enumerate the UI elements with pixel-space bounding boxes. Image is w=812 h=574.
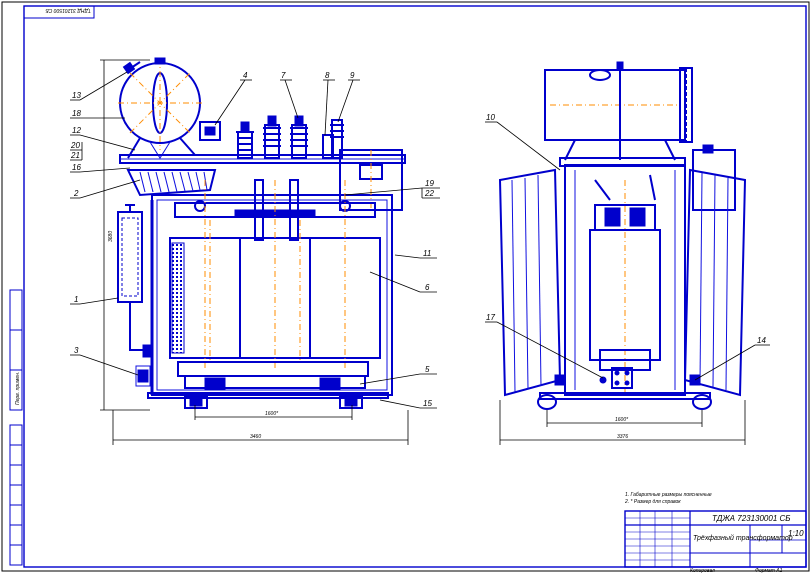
- callout-5: 5: [425, 365, 430, 374]
- callouts: 13 18 12 20 21 16 2 1 3 4 7 8 9 19 22 11…: [70, 71, 770, 409]
- footer-left: Копировал: [690, 568, 715, 574]
- dim-wheel-front: 1600*: [265, 411, 279, 417]
- callout-3: 3: [74, 346, 79, 355]
- callout-15: 15: [423, 399, 432, 408]
- callout-13: 13: [72, 91, 81, 100]
- callout-6: 6: [425, 283, 430, 292]
- callout-18: 18: [72, 109, 81, 118]
- wheel: [537, 394, 557, 410]
- callout-20: 20: [70, 141, 80, 150]
- inner-frame: [23, 5, 807, 568]
- note-1: 1. Габаритные размеры поясненные: [625, 492, 712, 498]
- dim-wheel-side: 1600*: [615, 417, 629, 423]
- callout-9: 9: [350, 71, 355, 80]
- callout-12: 12: [72, 126, 81, 135]
- windings: [169, 179, 381, 370]
- wheel: [184, 395, 208, 409]
- main-tank: [151, 194, 393, 396]
- title-sheet: 1:10: [788, 529, 804, 538]
- note-2: 2. * Размер для справок: [624, 499, 681, 505]
- stamp-code-box: ТДНД 31201500 СБ: [23, 5, 95, 19]
- left-strip-label: Перв. примен.: [15, 372, 21, 405]
- dim-height: 3680: [108, 231, 114, 242]
- callout-22: 22: [424, 189, 434, 198]
- breather: [117, 204, 152, 358]
- dimensions-side: 1600* 3376: [499, 400, 746, 445]
- wheel: [692, 394, 712, 410]
- wheel: [339, 395, 363, 409]
- hv-bushings: [236, 115, 344, 159]
- side-tank: [564, 164, 686, 396]
- title-name: Трёхфазный трансформатор: [693, 534, 793, 542]
- callout-17: 17: [486, 313, 495, 322]
- left-strip: Перв. примен.: [9, 289, 23, 566]
- side-radiators: [498, 168, 747, 397]
- callout-10: 10: [486, 113, 495, 122]
- callout-19: 19: [425, 179, 434, 188]
- callout-4: 4: [243, 71, 248, 80]
- callout-7: 7: [281, 71, 286, 80]
- dim-width-side: 3376: [617, 434, 628, 440]
- footer-right: Формат А1: [755, 568, 783, 574]
- title-block: ТДЖА 723130001 СБ Трёхфазный трансформат…: [624, 510, 807, 574]
- callout-2: 2: [73, 189, 79, 198]
- title-designation: ТДЖА 723130001 СБ: [712, 514, 791, 523]
- callout-1: 1: [74, 295, 78, 304]
- callout-8: 8: [325, 71, 330, 80]
- callout-14: 14: [757, 336, 766, 345]
- callout-16: 16: [72, 163, 81, 172]
- cooling-fins: [126, 169, 217, 197]
- stamp-code: ТДНД 31201500 СБ: [45, 7, 91, 13]
- notes: 1. Габаритные размеры поясненные 2. * Ра…: [624, 492, 712, 505]
- callout-21: 21: [70, 151, 80, 160]
- side-view: 1600* 3376: [498, 61, 747, 445]
- callout-11: 11: [423, 249, 431, 258]
- front-view: 3680 3460 1600*: [100, 57, 409, 445]
- dim-width-front: 3460: [250, 434, 261, 440]
